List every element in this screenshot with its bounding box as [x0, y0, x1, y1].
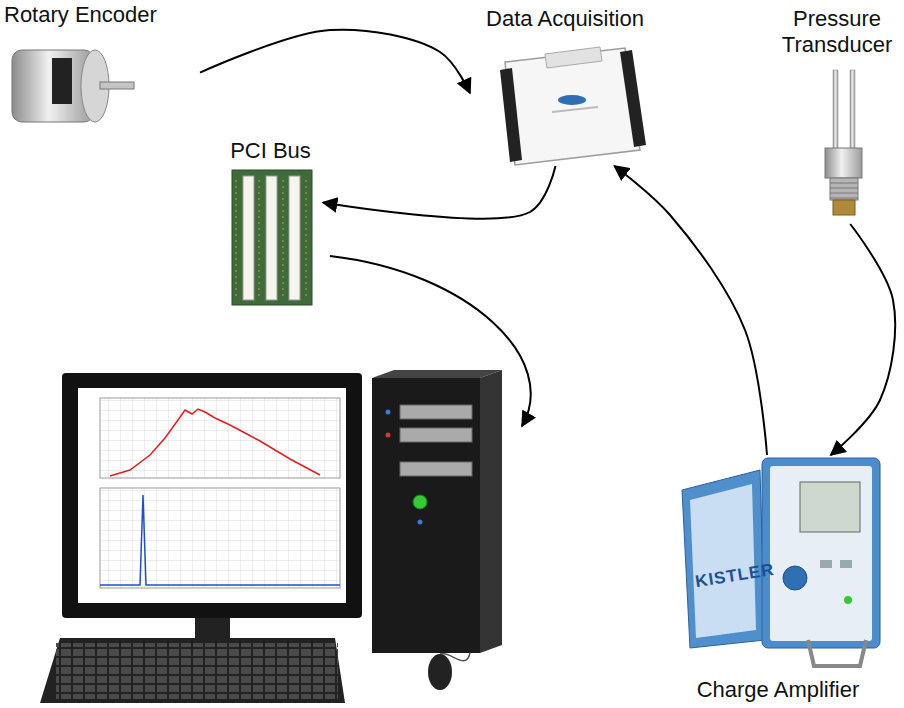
heat-trace — [100, 495, 340, 585]
amplifier-panel — [690, 484, 756, 638]
transducer-rod — [833, 70, 838, 150]
amplifier-case — [682, 470, 765, 648]
bus-arrow — [330, 256, 531, 426]
pci-slot — [289, 176, 300, 300]
signal-arrow — [831, 224, 895, 455]
daq-logo — [558, 95, 586, 105]
tower-led — [386, 410, 391, 415]
amplifier-front — [770, 466, 872, 641]
monitor-screen — [78, 388, 346, 603]
power-button — [413, 495, 427, 509]
amplifier-button — [840, 560, 852, 568]
device-label: Pressure Transducer — [776, 6, 898, 58]
mouse — [428, 654, 452, 690]
transducer-tip — [833, 200, 855, 215]
daq-print — [552, 107, 598, 112]
pcb-traces — [236, 180, 306, 300]
tower-led — [386, 433, 391, 438]
tower-led — [418, 520, 423, 525]
daq-terminal — [620, 50, 646, 147]
device-node: Data Acquisition — [470, 4, 660, 166]
tower-top — [372, 370, 502, 378]
chart-area — [100, 488, 340, 588]
device-node: Rotary Encoder — [0, 0, 200, 132]
amplifier-button — [820, 560, 832, 568]
encoder-plate — [52, 58, 72, 104]
drive-bay — [400, 462, 472, 476]
encoder-picture — [12, 50, 134, 122]
transducer-picture — [825, 70, 862, 215]
tower-front — [372, 378, 480, 653]
transducer-hex — [825, 148, 862, 178]
transducer-thread — [830, 178, 858, 200]
device-label: Rotary Encoder — [4, 2, 157, 28]
brand-text: KISTLER — [694, 560, 776, 592]
device-label: Charge Amplifier — [697, 677, 860, 703]
device-label: Data Acquisition — [486, 6, 644, 32]
chart-area — [100, 398, 340, 478]
device-node: Pressure Transducer — [771, 4, 903, 224]
daq-picture — [500, 47, 646, 165]
drive-bay — [400, 428, 472, 442]
amplifier-case — [762, 458, 880, 648]
transducer-rod — [850, 70, 855, 150]
amplifier-screen — [800, 482, 860, 532]
pressure-trace — [110, 409, 320, 476]
drive-bay — [400, 405, 472, 419]
amplifier-handle — [808, 640, 866, 666]
keyboard-keys — [56, 643, 338, 699]
computer-picture — [40, 256, 531, 703]
monitor-frame — [62, 373, 362, 618]
daq-terminal — [500, 68, 522, 162]
pci-slot — [243, 176, 254, 300]
monitor-neck — [195, 618, 230, 640]
amplifier-led — [844, 596, 852, 604]
device-node: PCI Bus — [218, 136, 323, 311]
tower-side — [480, 370, 502, 653]
encoder-shaft — [100, 82, 134, 89]
signal-arrow — [614, 166, 767, 455]
daq-case — [505, 48, 640, 165]
pci-picture — [232, 170, 312, 305]
device-label: PCI Bus — [230, 138, 311, 164]
signal-arrow — [200, 30, 470, 93]
keyboard — [40, 638, 345, 703]
daq-port — [545, 47, 602, 68]
thread-lines — [830, 183, 858, 198]
signal-arrow — [323, 166, 556, 219]
amplifier-knob — [783, 566, 807, 590]
amplifier-picture — [682, 458, 880, 666]
pcb — [232, 170, 312, 305]
pci-slot — [266, 176, 277, 300]
